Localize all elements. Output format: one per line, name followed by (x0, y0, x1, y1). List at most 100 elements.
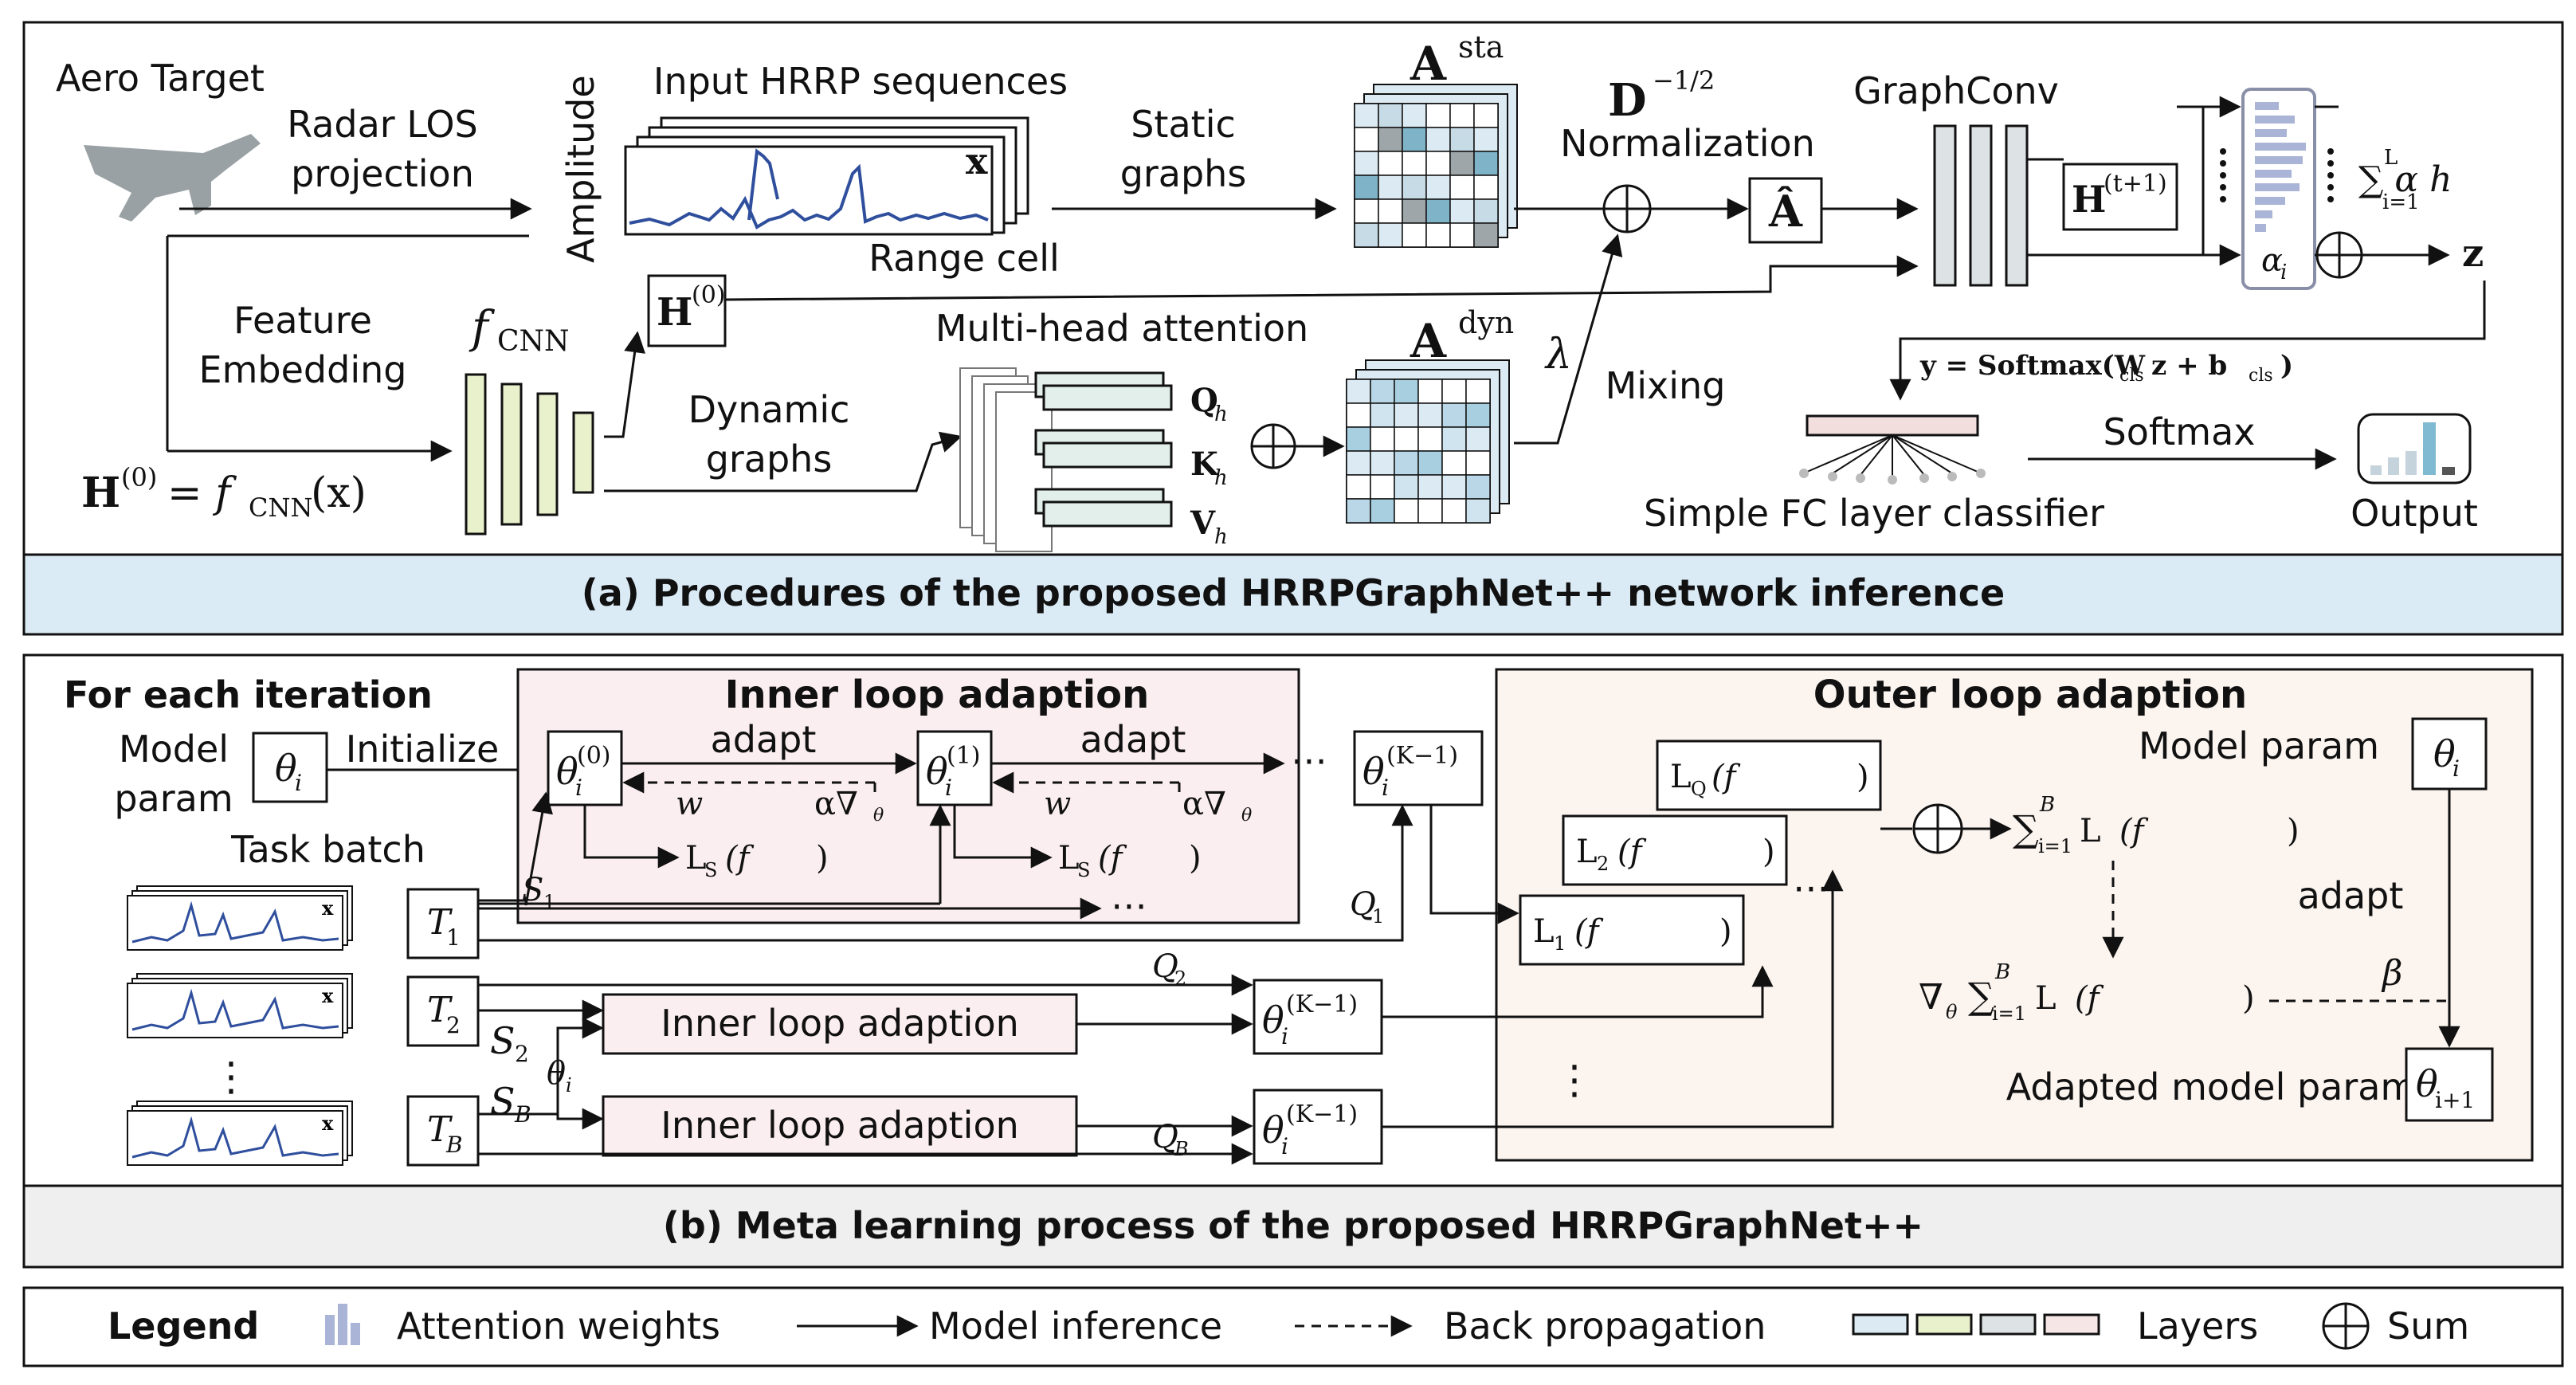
sum-node-a (1602, 184, 1652, 233)
sum-node-outer (1912, 803, 1963, 854)
svg-text:θ: θ (873, 806, 884, 826)
svg-text:T: T (427, 1109, 453, 1150)
h0-box (647, 274, 727, 347)
h0-equation-sub: CNN (249, 492, 312, 523)
radar-los-label-1: Radar LOS (287, 103, 477, 146)
svg-text:): ) (2287, 813, 2300, 849)
airplane-icon (84, 134, 261, 222)
attention-dots-right (2327, 148, 2334, 202)
q-h-sub: h (1214, 402, 1228, 426)
graphconv-label: GraphConv (1853, 69, 2059, 112)
sum-node-pool (2315, 231, 2363, 279)
a-sta-symbol: A (1410, 37, 1447, 91)
svg-text:i: i (2452, 755, 2460, 782)
svg-text:B: B (445, 1132, 463, 1158)
svg-text:θ: θ (275, 747, 297, 790)
adapt-label-2: adapt (1080, 718, 1186, 761)
adapted-param-label: Adapted model param (2006, 1065, 2417, 1108)
svg-text:(K−1): (K−1) (1286, 1101, 1358, 1128)
svg-text:S: S (704, 859, 717, 881)
svg-text:i: i (575, 775, 582, 801)
a-dyn-matrix (1346, 359, 1510, 524)
task-t1-box (406, 888, 480, 959)
radar-los-label-2: projection (291, 152, 474, 195)
dyn-to-sum-arrow (1514, 233, 1623, 445)
svg-text:1: 1 (446, 924, 461, 951)
v-h-sub: h (1214, 525, 1228, 549)
svg-text:2: 2 (515, 1041, 529, 1067)
svg-text:): ) (1857, 759, 1869, 795)
panel-b-caption-bar (22, 1184, 2564, 1269)
svg-text:(0): (0) (577, 742, 611, 770)
hrrp-sequence-stack: x (624, 116, 1029, 236)
multi-head-attention-stack (959, 367, 1053, 552)
model-param-outer: Model param (2139, 724, 2379, 767)
loss-dots: ⋯ (1793, 866, 1829, 909)
svg-text:x: x (322, 897, 334, 920)
svg-text:2: 2 (446, 1012, 461, 1038)
static-graphs-label-1: Static (1131, 103, 1236, 146)
legend-sum-icon (2322, 1302, 2370, 1350)
d-norm-symbol: D (1608, 74, 1647, 127)
fcnn-layers (465, 373, 594, 536)
theta-i-feed: θ (547, 1055, 566, 1092)
input-hrrp-label: Input HRRP sequences (653, 60, 1068, 103)
svg-text:Inner loop adaption: Inner loop adaption (661, 1104, 1019, 1147)
amplitude-axis-label: Amplitude (559, 75, 602, 263)
svg-text:L: L (2035, 980, 2056, 1017)
theta-i-box (252, 732, 328, 803)
svg-text:1: 1 (1372, 905, 1384, 928)
readout-sum-sup: L (2384, 146, 2398, 170)
static-graphs-label-2: graphs (1120, 152, 1247, 195)
svg-text:): ) (2242, 980, 2255, 1017)
svg-text:i: i (1281, 1133, 1288, 1159)
svg-text:θ: θ (1362, 750, 1385, 793)
outer-sum: ∑ (2013, 807, 2039, 850)
svg-text:i: i (295, 770, 302, 796)
theta-i1-outer-box (2405, 1047, 2494, 1122)
svg-text:): ) (1189, 840, 1202, 877)
adapt-label-1: adapt (711, 718, 817, 761)
svg-text:θ: θ (1946, 1001, 1958, 1023)
softmax-label: Softmax (2104, 410, 2256, 453)
svg-text:T: T (427, 990, 453, 1030)
fc-classifier-label: Simple FC layer classifier (1644, 492, 2104, 535)
a-sta-matrix (1354, 84, 1518, 248)
svg-text:w: w (1044, 786, 1071, 822)
qkv-projection-bars (1034, 371, 1173, 528)
h0-equation-sup: (0) (121, 462, 157, 492)
svg-text:2: 2 (1174, 967, 1186, 990)
svg-text:1: 1 (543, 891, 555, 913)
feature-label-2: Embedding (199, 348, 407, 391)
svg-text:i=1: i=1 (1992, 1002, 2026, 1025)
alpha-grad-2: α∇ (1182, 786, 1226, 822)
fcnn-to-h0-arrow (604, 331, 646, 438)
h0-equation: H (81, 469, 120, 517)
task-hrrp-3: x (127, 1101, 353, 1166)
loss-q2-box (1562, 814, 1788, 886)
svg-text:w: w (676, 786, 703, 822)
dynamic-graphs-label-1: Dynamic (688, 388, 850, 431)
s2-symbol: S (490, 1019, 516, 1062)
task-vdots: ⋮ (211, 1053, 251, 1100)
y-equation: y = Softmax(W (1919, 350, 2146, 382)
s1-symbol: S (522, 872, 543, 908)
svg-text:θ: θ (2416, 1062, 2438, 1105)
panel-a-caption: (a) Procedures of the proposed HRRPGraph… (582, 571, 2006, 614)
lambda-symbol: λ (1544, 331, 1572, 379)
loss-s-0: L (685, 840, 707, 877)
panel-a-frame (22, 21, 2564, 636)
q-h-symbol: Q (1190, 382, 1218, 419)
beta-symbol: β (2381, 953, 2402, 994)
output-bar-icon (2357, 413, 2472, 485)
aero-target-label: Aero Target (56, 57, 265, 100)
svg-text:θ: θ (1262, 1108, 1284, 1152)
y-equation-sub1: cls (2119, 366, 2144, 386)
svg-text:i+1: i+1 (2435, 1087, 2475, 1113)
inner-loop-box-2 (602, 993, 1078, 1055)
theta-i1-box (916, 730, 993, 806)
svg-text:L: L (2080, 813, 2101, 849)
svg-text:B: B (1994, 960, 2010, 984)
svg-text:(K−1): (K−1) (1386, 742, 1458, 770)
